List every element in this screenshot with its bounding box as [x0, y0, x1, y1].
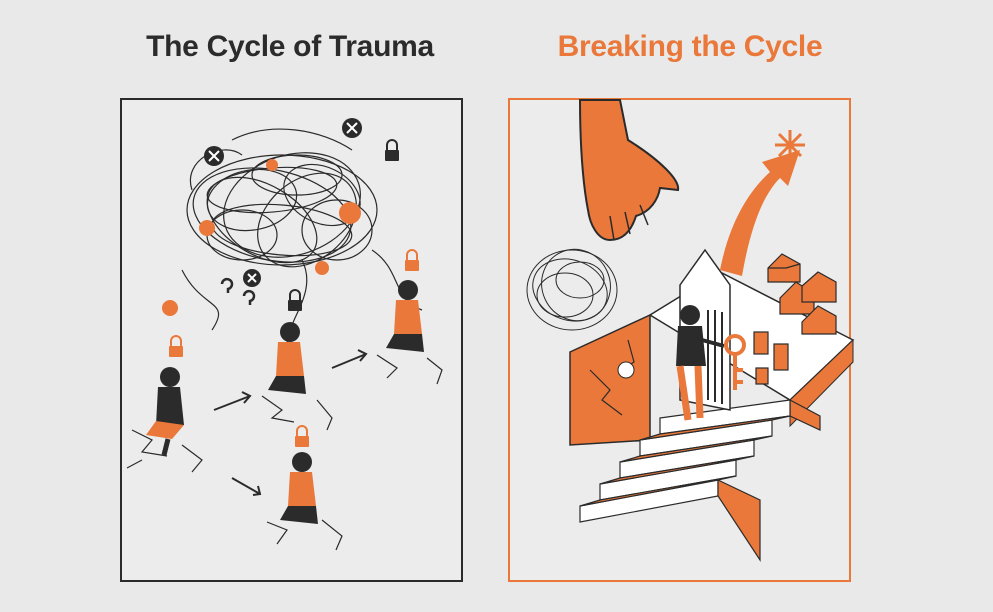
person-with-key — [676, 305, 725, 421]
broken-wall — [569, 313, 651, 446]
crack-icon — [126, 354, 443, 551]
cycle-of-trauma-panel — [120, 98, 463, 582]
tangled-thoughts-icon — [526, 248, 618, 331]
breaking-the-cycle-title: Breaking the Cycle — [557, 30, 823, 63]
tangled-thoughts-icon — [181, 128, 423, 361]
cycle-of-trauma-illustration — [126, 118, 443, 551]
question-mark-icon — [220, 277, 256, 305]
stairs-icon — [579, 399, 821, 563]
star-icon — [775, 130, 805, 160]
helping-hand-icon — [578, 99, 680, 242]
breaking-the-cycle-illustration — [526, 99, 855, 563]
padlock-icon — [169, 139, 419, 447]
cycle-of-trauma-title: The Cycle of Trauma — [146, 30, 434, 63]
breaking-the-cycle-panel — [508, 98, 855, 582]
house-icon — [753, 253, 837, 385]
upward-arrow-icon — [720, 150, 800, 276]
x-circle-icon — [204, 118, 362, 287]
key-icon — [724, 334, 746, 390]
kneeling-figures — [146, 280, 424, 524]
worry-symbols — [162, 159, 361, 316]
arrow-icon — [213, 349, 368, 496]
